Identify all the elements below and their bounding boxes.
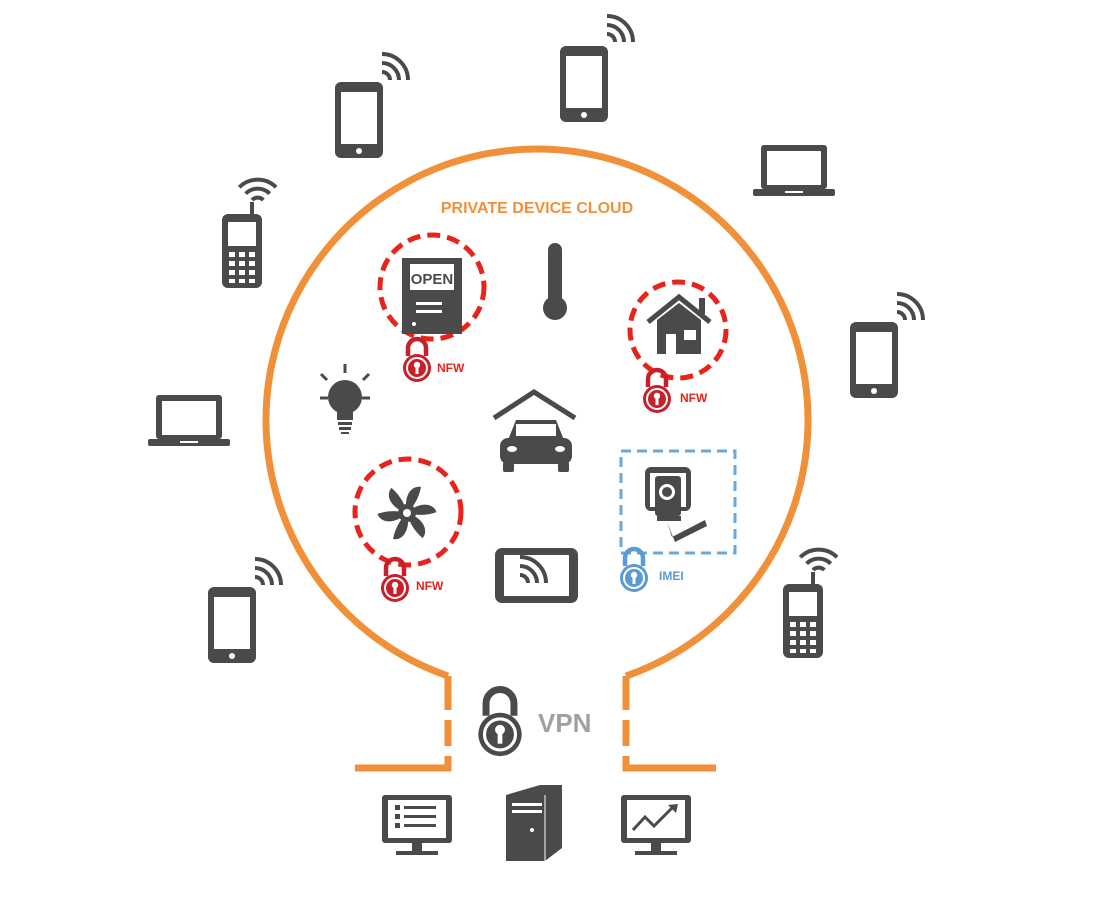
- lock-icon: [643, 370, 671, 413]
- open-sign-device: OPEN NFW: [377, 232, 487, 382]
- smartphone-icon: [208, 557, 283, 663]
- smartphone-icon: [560, 14, 635, 122]
- nfw-protection-ring: [627, 279, 729, 381]
- thermometer-icon: [543, 243, 567, 320]
- lock-icon: [381, 559, 409, 602]
- imei-protection-box: [619, 449, 737, 555]
- tunnel-right-wall: [622, 676, 716, 772]
- server-icon: [506, 785, 562, 861]
- cloud-title: PRIVATE DEVICE CLOUD: [441, 200, 633, 217]
- nfw-protection-ring: [352, 456, 464, 568]
- smartphone-icon: [850, 292, 925, 398]
- fan-icon: [377, 486, 437, 540]
- feature-phone-icon: [222, 169, 276, 288]
- tunnel-left-wall: [355, 676, 452, 772]
- svg-text:OPEN: OPEN: [411, 271, 454, 288]
- lock-icon: [620, 549, 648, 592]
- fan-device: NFW: [352, 456, 464, 602]
- open-sign-icon: OPEN: [402, 258, 462, 334]
- house-icon: [646, 293, 712, 354]
- cloud-boundary: [262, 145, 812, 772]
- vpn-lock-icon: [478, 689, 521, 756]
- smartphone-icon: [335, 52, 410, 158]
- wireless-display-icon: [495, 548, 578, 603]
- vpn-label: VPN: [538, 708, 591, 738]
- security-camera-icon: [645, 467, 707, 542]
- imei-label: IMEI: [659, 569, 684, 583]
- camera-device: IMEI: [619, 449, 737, 592]
- light-bulb-icon: [319, 364, 371, 434]
- nfw-label: NFW: [680, 391, 708, 405]
- dashboard-monitor-icon: [382, 795, 452, 855]
- laptop-icon: [753, 145, 835, 196]
- laptop-icon: [148, 395, 230, 446]
- analytics-monitor-icon: [621, 795, 691, 855]
- feature-phone-icon: [783, 539, 837, 658]
- smart-home-device: NFW: [627, 279, 729, 413]
- cloud-boundary-arc: [262, 145, 812, 680]
- nfw-protection-ring: [377, 232, 487, 342]
- lock-icon: [403, 339, 431, 382]
- nfw-label: NFW: [416, 579, 444, 593]
- nfw-label: NFW: [437, 361, 465, 375]
- car-garage-icon: [492, 389, 577, 472]
